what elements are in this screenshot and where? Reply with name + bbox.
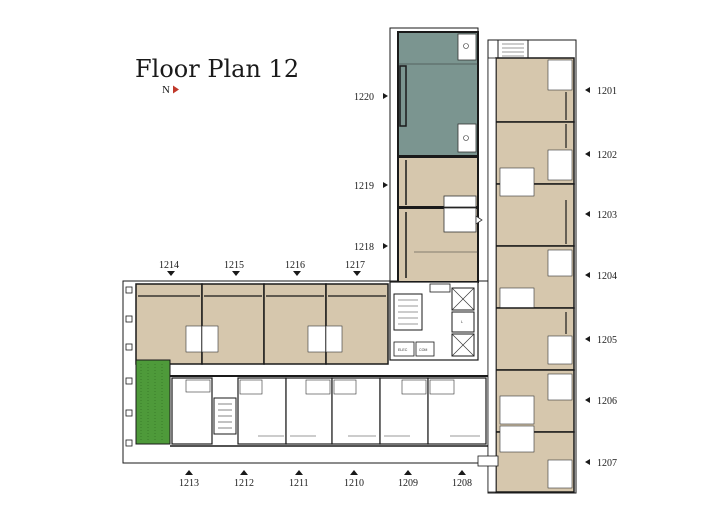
unit-1215[interactable]	[201, 283, 265, 365]
label-1204: 1204	[597, 271, 617, 282]
right-corridor	[487, 57, 497, 493]
label-1209: 1209	[398, 478, 418, 489]
elec-room-label: ELEC	[398, 348, 408, 352]
marker-1211-icon	[295, 470, 303, 475]
unit-1205[interactable]	[495, 307, 575, 371]
marker-1210-icon	[350, 470, 358, 475]
label-1216: 1216	[285, 260, 305, 271]
garden	[135, 359, 171, 445]
left-facade-columns	[125, 286, 133, 447]
unit-1213[interactable]	[171, 377, 213, 445]
top-stair	[497, 39, 529, 61]
label-1206: 1206	[597, 396, 617, 407]
core-stair-lift: ELEC COM L	[389, 281, 479, 361]
unit-1214[interactable]	[135, 283, 203, 365]
label-1214: 1214	[159, 260, 179, 271]
marker-1217-icon	[353, 271, 361, 276]
page-title: Floor Plan 12	[135, 55, 299, 83]
unit-1211[interactable]	[285, 377, 333, 445]
marker-1219-icon	[383, 182, 388, 188]
unit-1217[interactable]	[325, 283, 389, 365]
label-1210: 1210	[344, 478, 364, 489]
marker-1218-icon	[383, 243, 388, 249]
unit-1201[interactable]	[495, 57, 575, 123]
com-room-label: COM	[419, 348, 427, 352]
marker-1204-icon	[585, 272, 590, 278]
marker-1209-icon	[404, 470, 412, 475]
marker-1214-icon	[167, 271, 175, 276]
marker-1202-icon	[585, 151, 590, 157]
marker-1215-icon	[232, 271, 240, 276]
label-1220: 1220	[354, 92, 374, 103]
unit-1220[interactable]	[397, 31, 479, 157]
marker-1205-icon	[585, 336, 590, 342]
label-1213: 1213	[179, 478, 199, 489]
label-1203: 1203	[597, 210, 617, 221]
marker-1220-icon	[383, 93, 388, 99]
unit-1209[interactable]	[379, 377, 429, 445]
label-1208: 1208	[452, 478, 472, 489]
marker-1212-icon	[240, 470, 248, 475]
label-1211: 1211	[289, 478, 309, 489]
marker-1206-icon	[585, 397, 590, 403]
service-shaft	[477, 455, 499, 467]
label-1218: 1218	[354, 242, 374, 253]
unit-1210[interactable]	[331, 377, 381, 445]
unit-1203[interactable]	[495, 167, 575, 247]
unit-1206[interactable]	[495, 369, 575, 433]
label-1217: 1217	[345, 260, 365, 271]
marker-1207-icon	[585, 459, 590, 465]
marker-1208-icon	[458, 470, 466, 475]
unit-1204[interactable]	[495, 245, 575, 317]
label-1215: 1215	[224, 260, 244, 271]
unit-1212[interactable]	[237, 377, 287, 445]
left-stair	[213, 397, 237, 435]
unit-1207[interactable]	[495, 425, 575, 493]
marker-1201-icon	[585, 87, 590, 93]
marker-1203-icon	[585, 211, 590, 217]
lift-label: L	[461, 320, 463, 324]
label-1212: 1212	[234, 478, 254, 489]
label-1207: 1207	[597, 458, 617, 469]
label-1201: 1201	[597, 86, 617, 97]
label-1205: 1205	[597, 335, 617, 346]
unit-1216[interactable]	[263, 283, 327, 365]
unit-1218[interactable]	[397, 207, 483, 283]
marker-1216-icon	[293, 271, 301, 276]
label-1202: 1202	[597, 150, 617, 161]
north-arrow-icon	[173, 85, 179, 94]
unit-1208[interactable]	[427, 377, 487, 445]
unit-1219[interactable]	[397, 156, 479, 208]
north-label: N	[162, 84, 170, 96]
label-1219: 1219	[354, 181, 374, 192]
marker-1213-icon	[185, 470, 193, 475]
